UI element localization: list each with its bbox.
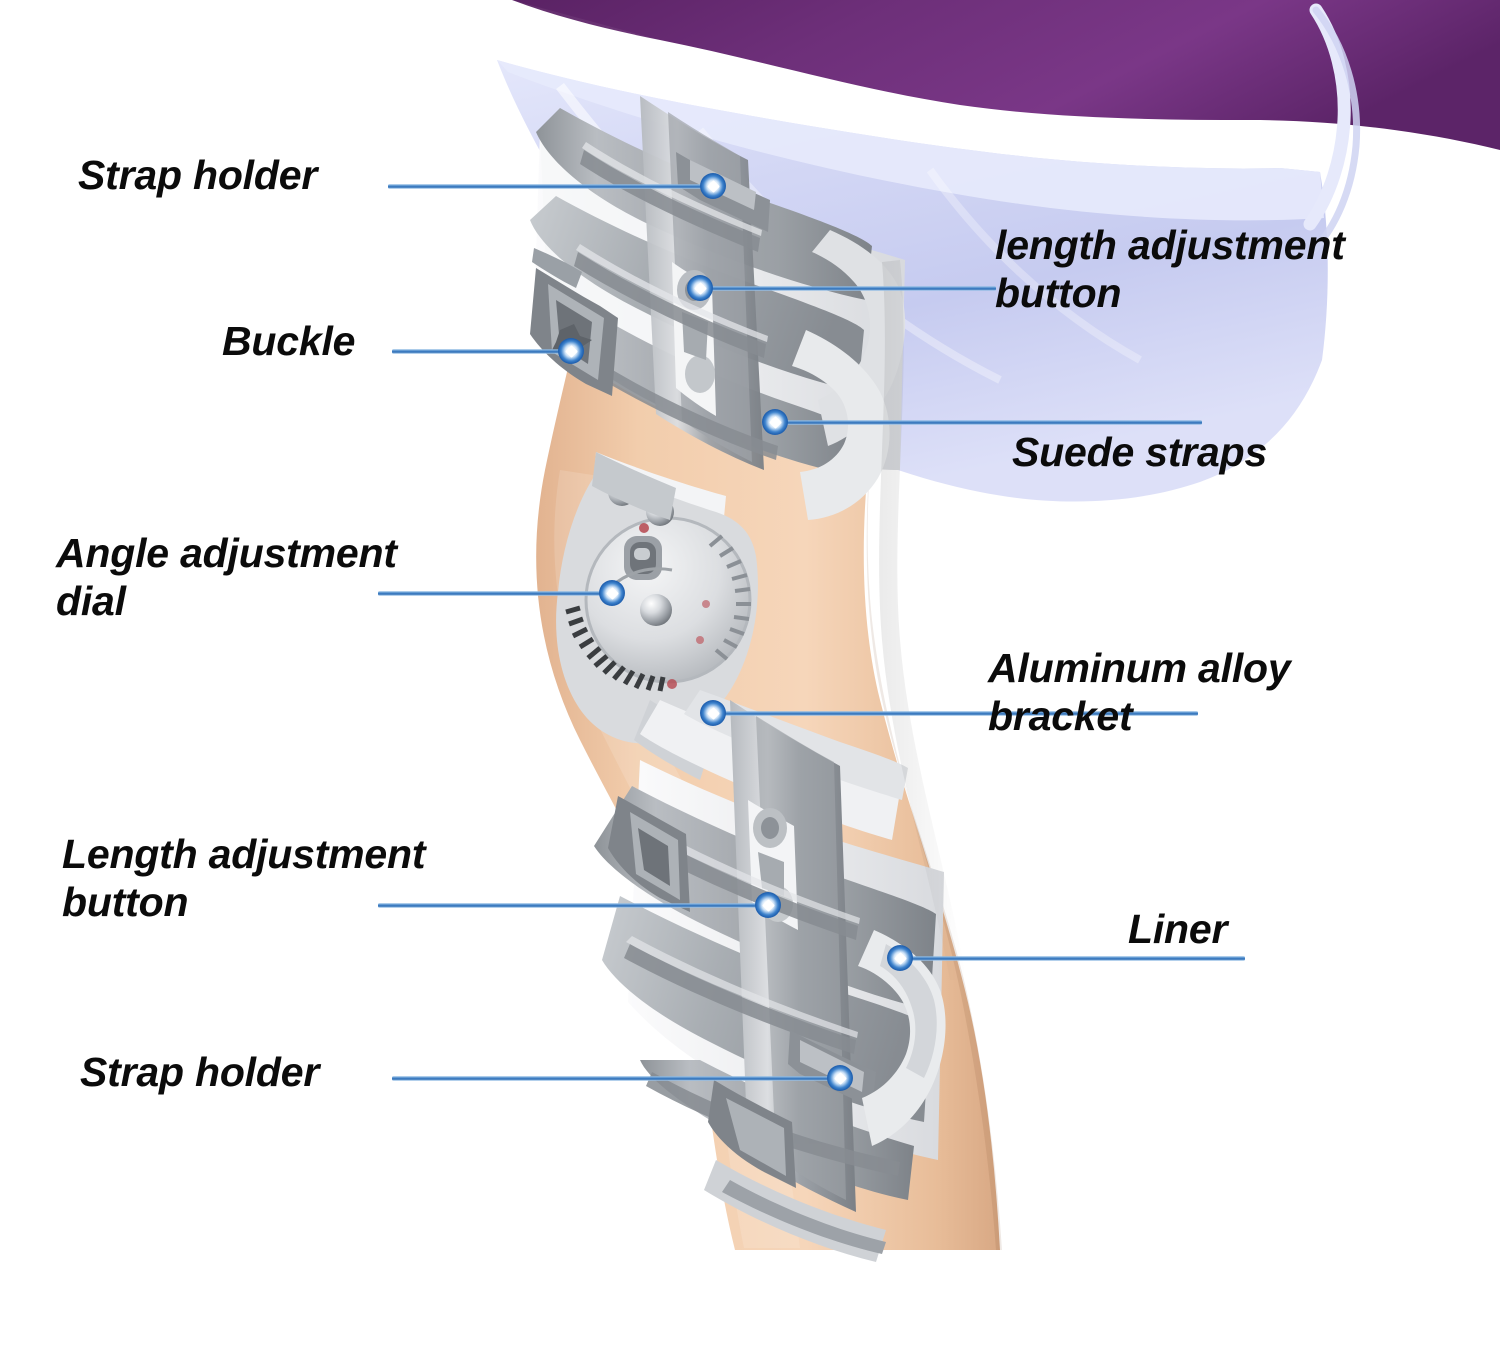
leader-line-buckle xyxy=(392,349,572,354)
callout-label-length-adjustment-button-bottom: Length adjustment button xyxy=(62,831,426,925)
callout-dot-liner[interactable] xyxy=(887,945,913,971)
callout-dot-length-adjustment-button-top[interactable] xyxy=(687,275,713,301)
leader-line-strap-holder-top xyxy=(388,184,713,189)
callout-label-strap-holder-top: Strap holder xyxy=(78,152,318,198)
leader-line-angle-adjustment-dial xyxy=(378,591,612,596)
leader-line-length-adjustment-button-top xyxy=(700,286,996,291)
leader-line-suede-straps xyxy=(775,420,1202,425)
leader-line-length-adjustment-button-bottom xyxy=(378,903,768,908)
callout-label-length-adjustment-button-top: length adjustment button xyxy=(995,222,1345,316)
callout-label-liner: Liner xyxy=(1128,906,1228,952)
leader-line-aluminum-alloy-bracket xyxy=(713,711,1198,716)
callout-label-buckle: Buckle xyxy=(222,318,356,364)
callout-dot-angle-adjustment-dial[interactable] xyxy=(599,580,625,606)
callout-label-angle-adjustment-dial: Angle adjustment dial xyxy=(56,530,397,624)
callout-dot-length-adjustment-button-bottom[interactable] xyxy=(755,892,781,918)
callout-label-aluminum-alloy-bracket: Aluminum alloy bracket xyxy=(988,645,1291,739)
leader-line-strap-holder-bottom xyxy=(392,1076,840,1081)
callout-dot-suede-straps[interactable] xyxy=(762,409,788,435)
callout-label-strap-holder-bottom: Strap holder xyxy=(80,1049,320,1095)
leader-line-liner xyxy=(900,956,1245,961)
callout-label-suede-straps: Suede straps xyxy=(1012,429,1268,475)
callout-dot-buckle[interactable] xyxy=(558,338,584,364)
callout-dot-aluminum-alloy-bracket[interactable] xyxy=(700,700,726,726)
callout-dot-strap-holder-top[interactable] xyxy=(700,173,726,199)
callout-dot-strap-holder-bottom[interactable] xyxy=(827,1065,853,1091)
